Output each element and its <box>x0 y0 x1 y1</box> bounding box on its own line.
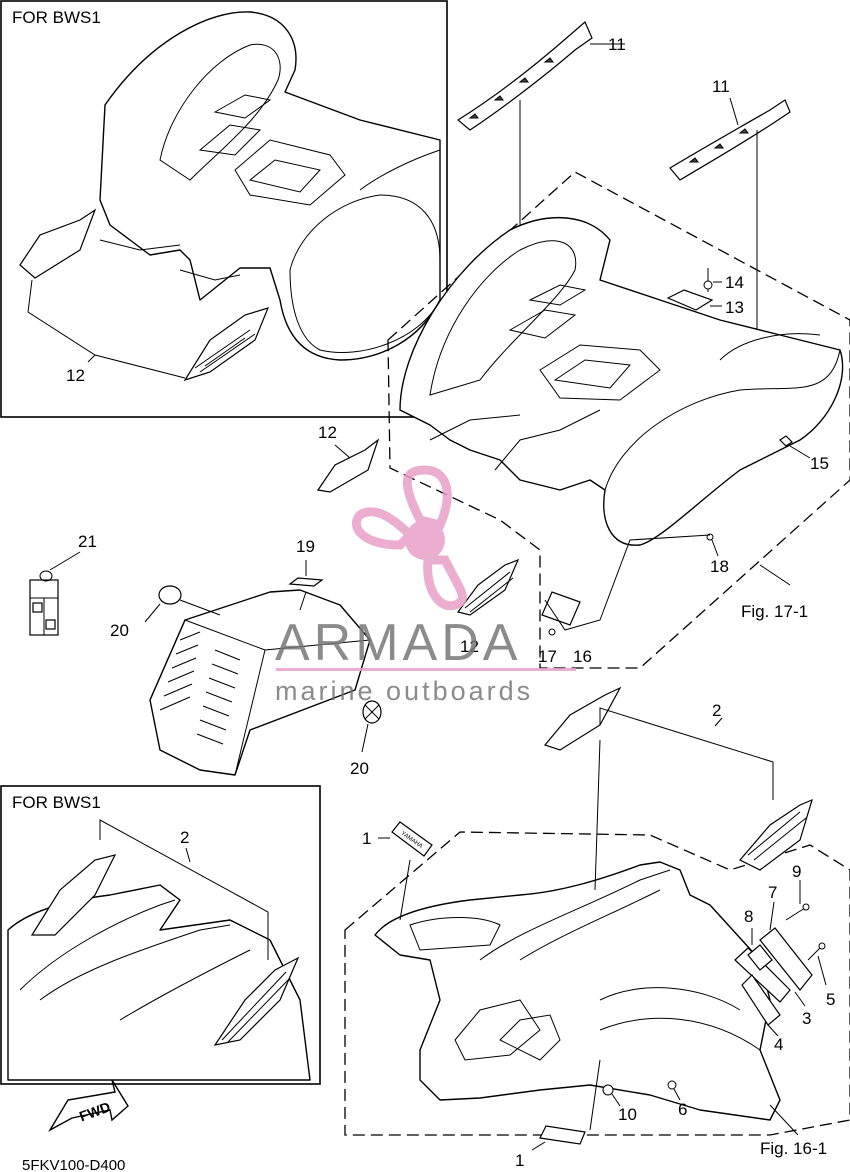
label-1-bottom: 1 <box>515 1151 524 1170</box>
label-2-main: 2 <box>712 701 721 720</box>
clip-15: 15 <box>779 435 829 473</box>
label-5: 5 <box>826 990 835 1009</box>
grommet-20-left: 20 <box>110 585 221 640</box>
label-7: 7 <box>768 883 777 902</box>
label-1-top: 1 <box>362 829 371 848</box>
watermark-tagline: marine outboards <box>275 676 533 706</box>
decal-2-main: 2 <box>543 686 813 891</box>
label-6: 6 <box>678 1100 687 1119</box>
inset-box-bottom: FOR BWS1 2 <box>0 785 321 1085</box>
nut-6: 6 <box>667 1080 687 1119</box>
label-14: 14 <box>725 273 744 292</box>
watermark: ARMADA marine outboards <box>275 465 576 706</box>
watermark-brand: ARMADA <box>275 614 521 672</box>
nut-10: 10 <box>602 1084 637 1124</box>
label-21: 21 <box>78 532 97 551</box>
plate-13: 13 <box>666 289 744 317</box>
decal-12-right: 12 <box>456 558 520 656</box>
plate-16-17: 17 16 <box>538 534 711 666</box>
label-11-right: 11 <box>712 77 730 96</box>
mud-flap-left-bws1 <box>19 208 97 279</box>
label-17: 17 <box>538 647 557 666</box>
label-16: 16 <box>573 647 592 666</box>
fig-ref-17-1: Fig. 17-1 <box>741 602 808 621</box>
yamaha-decal-bottom: 1 <box>515 1059 601 1170</box>
label-10: 10 <box>618 1105 637 1124</box>
label-11-left: 11 <box>608 35 626 54</box>
bolt-5: 5 <box>807 942 835 1009</box>
screw-9: 9 <box>785 862 810 921</box>
label-2-inset: 2 <box>180 828 189 847</box>
watermark-divider <box>276 668 576 671</box>
storage-box-vents <box>159 631 241 745</box>
label-12-main: 12 <box>318 423 337 442</box>
bolt-18: 18 <box>706 533 729 576</box>
decal-12-left: 12 <box>316 423 380 493</box>
label-15: 15 <box>810 454 829 473</box>
label-3: 3 <box>802 1009 811 1028</box>
label-8: 8 <box>744 907 753 926</box>
label-9: 9 <box>792 862 801 881</box>
rear-fender-bws1 <box>99 11 441 361</box>
mud-flap-right-hatch <box>194 329 256 373</box>
label-12-inset: 12 <box>66 366 85 385</box>
label-sticker-19: 19 <box>288 537 324 611</box>
side-decal-left-bws1 <box>30 854 117 936</box>
tag-21: 21 <box>29 532 97 636</box>
label-4: 4 <box>774 1035 783 1054</box>
label-18: 18 <box>710 557 729 576</box>
propeller-logo-icon <box>351 465 467 611</box>
inset-box-bottom-title: FOR BWS1 <box>12 793 101 812</box>
storage-box <box>149 589 371 776</box>
label-12-lower: 12 <box>460 637 479 656</box>
fwd-arrow-icon: FWD <box>48 1079 129 1132</box>
grommet-20-right: 20 <box>350 700 382 778</box>
label-20-left: 20 <box>110 621 129 640</box>
reflector-assembly: 8 7 3 4 <box>734 883 813 1054</box>
side-decal-right-bws1 <box>213 956 300 1046</box>
inset-box-top: FOR BWS1 12 <box>0 0 448 418</box>
mud-flap-right-bws1 <box>183 307 270 382</box>
fig-ref-16-1: Fig. 16-1 <box>760 1139 827 1158</box>
diagram-code: 5FKV100-D400 <box>22 1157 125 1172</box>
label-13: 13 <box>725 298 744 317</box>
yamaha-decal-top: YAMAHA 1 <box>362 821 433 921</box>
rivet-14: 14 <box>703 268 744 292</box>
label-19: 19 <box>296 537 315 556</box>
label-20-right: 20 <box>350 759 369 778</box>
inset-box-top-title: FOR BWS1 <box>12 8 101 27</box>
